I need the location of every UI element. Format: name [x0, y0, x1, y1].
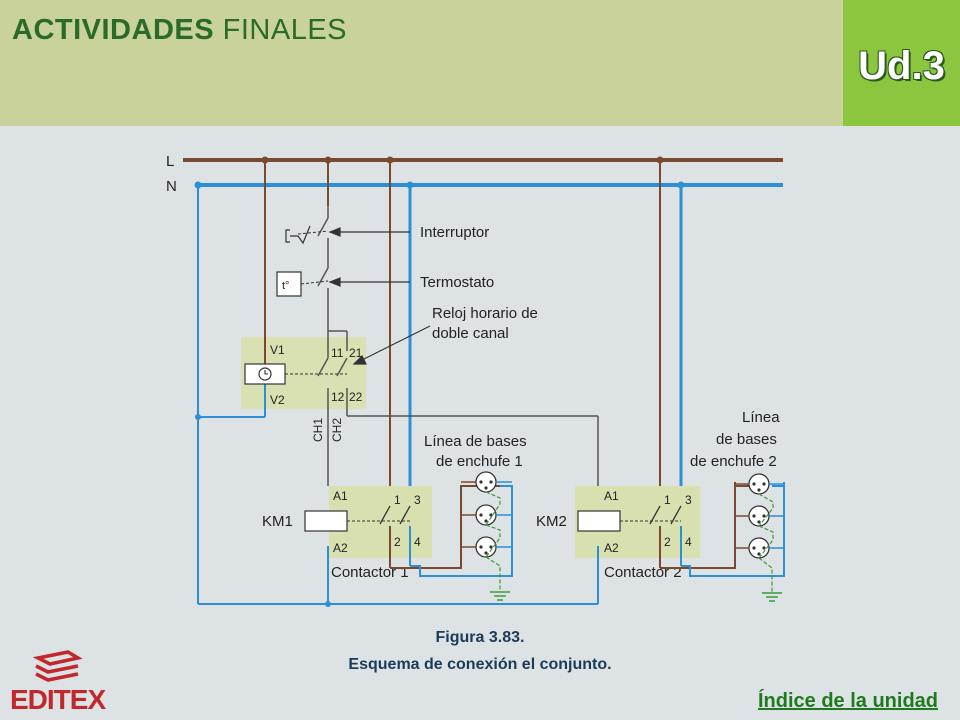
km2-n4: 4	[685, 535, 692, 549]
km1-n4: 4	[414, 535, 421, 549]
km1-n1: 1	[394, 493, 401, 507]
interruptor-symbol	[285, 225, 311, 245]
termostato-label: Termostato	[420, 274, 494, 291]
junction-dot	[406, 181, 414, 189]
control-wires	[317, 206, 599, 486]
reloj-label-1: Reloj horario de	[432, 305, 538, 322]
linea2-label-3: de enchufe 2	[690, 453, 777, 470]
km2-a2-label: A2	[604, 541, 619, 555]
km2-n2: 2	[664, 535, 671, 549]
junction-dot	[656, 156, 664, 164]
km1-coil	[304, 510, 348, 532]
km2-n3: 3	[685, 493, 692, 507]
linea2-label-2: de bases	[716, 431, 777, 448]
v2-label: V2	[270, 393, 285, 407]
unit-label: Ud.3	[858, 44, 945, 88]
reloj-label-2: doble canal	[432, 325, 509, 342]
junction-dot	[261, 156, 269, 164]
ground-icon	[762, 592, 782, 602]
thermostat-symbol-text: t°	[282, 280, 289, 292]
junction-dot	[194, 181, 202, 189]
km2-label: KM2	[536, 513, 567, 530]
wiring-diagram: L N	[166, 153, 785, 607]
socket-group-1	[460, 471, 513, 601]
unit-index-link[interactable]: Índice de la unidad	[757, 690, 938, 712]
figure-caption-text: Esquema de conexión el conjunto.	[348, 656, 612, 673]
contactor1-label: Contactor 1	[331, 564, 409, 581]
t21-label: 21	[349, 346, 363, 360]
km2-n1: 1	[664, 493, 671, 507]
ch1-label: CH1	[311, 418, 325, 442]
figure-caption-number: Figura 3.83.	[435, 629, 525, 646]
km1-n2: 2	[394, 535, 401, 549]
header-band: ACTIVIDADES FINALES	[0, 0, 843, 126]
neutral-wires	[197, 185, 599, 605]
km1-a2-label: A2	[333, 541, 348, 555]
km1-label: KM1	[262, 513, 293, 530]
junction-dot	[386, 156, 394, 164]
clock-icon	[258, 367, 272, 381]
junction-dot	[677, 181, 685, 189]
km2-a1-label: A1	[604, 489, 619, 503]
title-rest: FINALES	[222, 14, 348, 46]
label-arrows	[328, 227, 431, 365]
linea2-label-1: Línea	[742, 409, 780, 426]
interruptor-label: Interruptor	[420, 224, 489, 241]
t11-label: 11	[331, 346, 344, 360]
junction-dot	[325, 601, 331, 607]
linea1-label-1: Línea de bases	[424, 433, 527, 450]
ground-icon	[490, 591, 510, 601]
junction-dot	[324, 156, 332, 164]
title-bold: ACTIVIDADES	[12, 14, 215, 46]
page-title: ACTIVIDADES FINALES	[12, 14, 347, 47]
contactor2-label: Contactor 2	[604, 564, 682, 581]
ch2-label: CH2	[330, 418, 344, 442]
editex-logo-icon	[32, 650, 83, 682]
t22-label: 22	[349, 390, 363, 404]
phase-wires	[264, 160, 661, 486]
km2-coil	[577, 510, 621, 532]
junction-dot	[195, 414, 201, 420]
brand-logo-text: EDITEX	[10, 684, 106, 715]
linea1-label-2: de enchufe 1	[436, 453, 523, 470]
t12-label: 12	[331, 390, 345, 404]
km1-n3: 3	[414, 493, 421, 507]
km1-a1-label: A1	[333, 489, 348, 503]
socket-group-2	[734, 473, 785, 602]
v1-label: V1	[270, 343, 285, 357]
line-l-label: L	[166, 153, 174, 170]
line-n-label: N	[166, 178, 177, 195]
unit-badge: Ud.3	[843, 0, 960, 126]
thermostat-symbol	[276, 271, 302, 297]
